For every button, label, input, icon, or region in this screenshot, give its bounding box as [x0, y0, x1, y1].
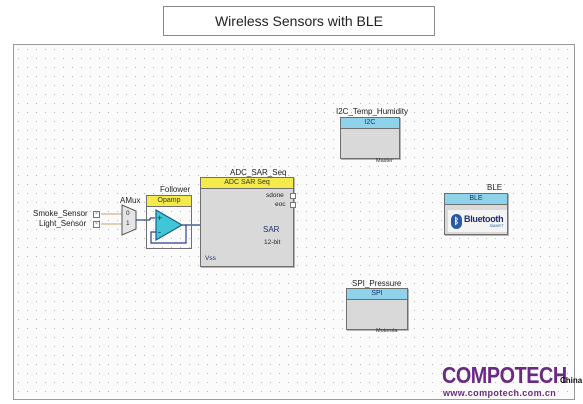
adc-eoc-pin[interactable] — [290, 202, 296, 208]
ble-type: BLE — [445, 194, 507, 205]
smoke-sensor-pin[interactable]: × — [93, 211, 100, 218]
i2c-label: I2C_Temp_Humidity — [336, 107, 409, 116]
adc-sar: SAR — [263, 225, 280, 234]
follower-component[interactable]: Opamp — [146, 195, 192, 249]
adc-eoc: eoc — [275, 201, 286, 208]
spi-type: SPI — [347, 289, 407, 300]
adc-label: ADC_SAR_Seq — [230, 168, 287, 177]
adc-vss: Vss — [205, 255, 216, 262]
opamp-minus: - — [158, 227, 161, 237]
watermark-region: China — [560, 376, 583, 385]
bluetooth-logo: ᛒ Bluetooth SMART — [448, 210, 507, 232]
wire-feedback — [150, 224, 187, 244]
follower-label: Follower — [160, 185, 191, 194]
opamp-plus: + — [157, 213, 163, 223]
mux-symbol[interactable] — [121, 204, 137, 236]
amux-pin0: 0 — [126, 210, 130, 217]
bluetooth-word: Bluetooth — [464, 213, 504, 224]
spi-component[interactable]: SPI — [346, 288, 408, 330]
light-sensor-label: Light_Sensor — [39, 219, 87, 228]
adc-sdone-pin[interactable] — [290, 193, 296, 199]
adc-sdone: sdone — [266, 192, 284, 199]
follower-type: Opamp — [147, 196, 191, 207]
i2c-type: I2C — [341, 118, 399, 129]
smoke-sensor-label: Smoke_Sensor — [33, 209, 88, 218]
bluetooth-smart: SMART — [489, 222, 504, 228]
watermark-brand: COMPOTECH — [442, 362, 567, 388]
page-title: Wireless Sensors with BLE — [163, 6, 435, 36]
adc-resolution: 12-bit — [264, 239, 281, 246]
bluetooth-icon: ᛒ — [451, 213, 462, 229]
watermark-url: www.compotech.com.cn — [443, 388, 557, 398]
i2c-component[interactable]: I2C — [340, 117, 400, 159]
ble-label: BLE — [487, 183, 503, 192]
adc-component[interactable]: ADC SAR Seq — [200, 177, 294, 267]
opamp-symbol[interactable] — [155, 208, 184, 242]
light-sensor-pin[interactable]: × — [93, 221, 100, 228]
adc-type: ADC SAR Seq — [201, 178, 293, 189]
amux-label: AMux — [120, 196, 141, 205]
amux-pin1: 1 — [126, 220, 130, 227]
spi-label: SPI_Pressure — [352, 279, 402, 288]
i2c-mode: Master — [376, 158, 393, 164]
spi-mode: Motorola — [376, 328, 398, 334]
